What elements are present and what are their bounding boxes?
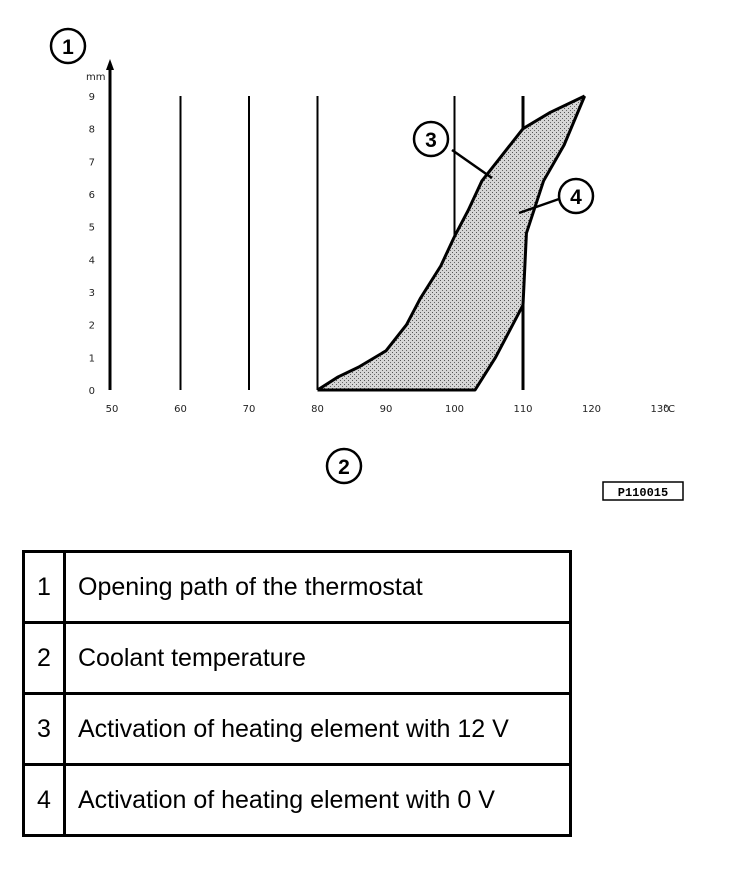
legend-text: Coolant temperature bbox=[63, 621, 572, 695]
legend-text: Activation of heating element with 12 V bbox=[63, 692, 572, 766]
y-tick-label: 6 bbox=[89, 190, 95, 201]
y-tick-label: 0 bbox=[89, 386, 95, 397]
x-tick-label: 50 bbox=[106, 404, 119, 415]
y-unit-label: mm bbox=[86, 72, 105, 83]
legend-text: Opening path of the thermostat bbox=[63, 550, 572, 624]
legend-table: 1 Opening path of the thermostat 2 Coola… bbox=[22, 550, 572, 837]
y-tick-label: 1 bbox=[89, 353, 95, 364]
curve-12v bbox=[316, 94, 586, 392]
x-tick-label: 80 bbox=[311, 404, 324, 415]
svg-text:3: 3 bbox=[425, 129, 437, 152]
y-tick-label: 5 bbox=[89, 223, 95, 234]
legend-row: 2 Coolant temperature bbox=[22, 621, 572, 695]
y-tick-label: 8 bbox=[89, 125, 95, 136]
x-tick-label: 120 bbox=[582, 404, 601, 415]
callout-4-leader bbox=[518, 197, 560, 215]
svg-text:1: 1 bbox=[62, 36, 74, 59]
legend-row: 4 Activation of heating element with 0 V bbox=[22, 763, 572, 837]
x-tick-label: 110 bbox=[513, 404, 532, 415]
x-tick-label: 60 bbox=[174, 404, 187, 415]
callout-2: 2 bbox=[325, 447, 363, 485]
legend-row: 1 Opening path of the thermostat bbox=[22, 550, 572, 624]
callout-3-leader bbox=[451, 148, 493, 180]
callout-1: 1 bbox=[49, 27, 87, 65]
x-unit-label: °C bbox=[663, 404, 675, 415]
y-tick-label: 4 bbox=[89, 255, 95, 266]
y-tick-label: 7 bbox=[89, 157, 95, 168]
svg-text:4: 4 bbox=[570, 186, 582, 209]
svg-text:2: 2 bbox=[338, 456, 350, 479]
y-tick-label: 9 bbox=[89, 92, 95, 103]
y-tick-label: 2 bbox=[89, 321, 95, 332]
callout-3: 3 bbox=[412, 120, 450, 158]
y-axis-arrow bbox=[106, 59, 114, 70]
hysteresis-area bbox=[317, 96, 585, 390]
x-tick-label: 130 bbox=[650, 404, 669, 415]
y-tick-label: 3 bbox=[89, 288, 95, 299]
svg-text:P110015: P110015 bbox=[618, 486, 668, 500]
callout-4: 4 bbox=[557, 177, 595, 215]
legend-number: 2 bbox=[22, 621, 66, 695]
legend-number: 1 bbox=[22, 550, 66, 624]
legend-number: 3 bbox=[22, 692, 66, 766]
curve-0v bbox=[317, 95, 587, 392]
legend-number: 4 bbox=[22, 763, 66, 837]
x-tick-label: 90 bbox=[380, 404, 393, 415]
x-tick-label: 70 bbox=[243, 404, 256, 415]
legend-text: Activation of heating element with 0 V bbox=[63, 763, 572, 837]
figure-reference: P110015 bbox=[602, 481, 684, 501]
legend-row: 3 Activation of heating element with 12 … bbox=[22, 692, 572, 766]
x-tick-label: 100 bbox=[445, 404, 464, 415]
